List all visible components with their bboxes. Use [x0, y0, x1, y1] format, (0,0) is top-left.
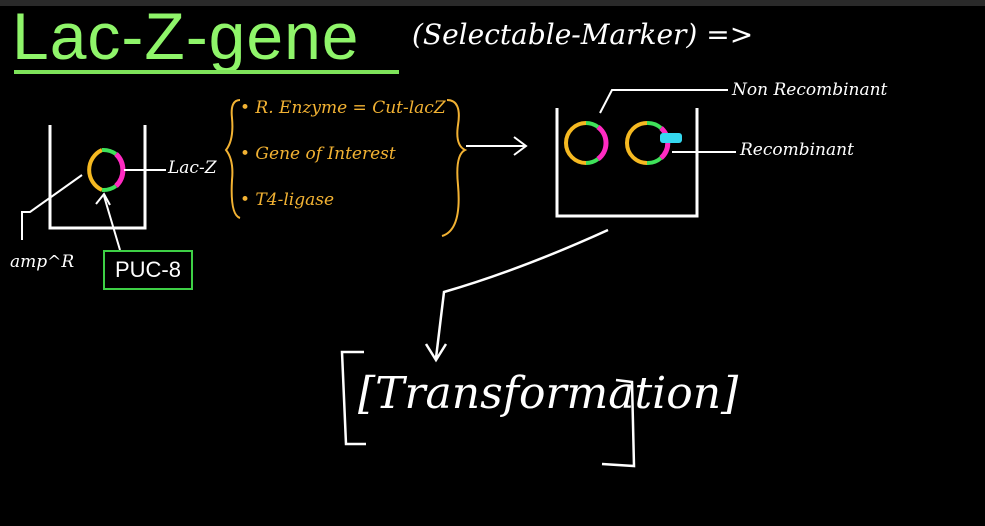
lacz-label: Lac-Z	[168, 158, 217, 178]
puc8-box: PUC-8	[103, 250, 193, 290]
recombinant-plasmid	[625, 121, 682, 165]
left-beaker	[48, 125, 147, 230]
subtitle: (Selectable-Marker) =>	[412, 18, 754, 51]
transform-right-bracket	[601, 378, 636, 468]
page-title: Lac-Z-gene	[12, 0, 360, 73]
lacz-arc	[114, 152, 126, 188]
title-underline	[14, 70, 399, 74]
puc-arrow-head	[95, 192, 111, 206]
gene-insert	[660, 133, 682, 143]
step-t4-ligase: • T4-ligase	[240, 190, 335, 210]
ampr-label: amp^R	[10, 252, 75, 272]
recombinant-label: Recombinant	[740, 140, 854, 160]
ori-arc	[87, 148, 103, 192]
top-bar	[0, 0, 985, 6]
transformation-label: [Transformation]	[358, 368, 739, 419]
transformation-arrow-head	[424, 343, 448, 363]
transformation-arrow	[434, 228, 609, 359]
puc8-label: PUC-8	[114, 257, 181, 282]
green-arc-bottom	[101, 184, 118, 193]
non-recombinant-label: Non Recombinant	[732, 80, 888, 100]
right-beaker	[555, 108, 699, 218]
non-recombinant-plasmid	[564, 121, 609, 165]
transform-left-bracket	[340, 350, 366, 446]
puc-arrow	[103, 195, 121, 251]
process-arrow-head	[513, 136, 528, 156]
step-gene-of-interest: • Gene of Interest	[240, 144, 396, 164]
right-brace	[441, 99, 468, 237]
non-recombinant-pointer	[599, 89, 728, 114]
step-restriction-enzyme: • R. Enzyme = Cut-lacZ	[240, 98, 446, 118]
green-arc-top	[101, 147, 118, 156]
puc8-plasmid	[87, 147, 126, 193]
ampr-pointer	[21, 174, 83, 240]
left-brace	[224, 99, 241, 219]
